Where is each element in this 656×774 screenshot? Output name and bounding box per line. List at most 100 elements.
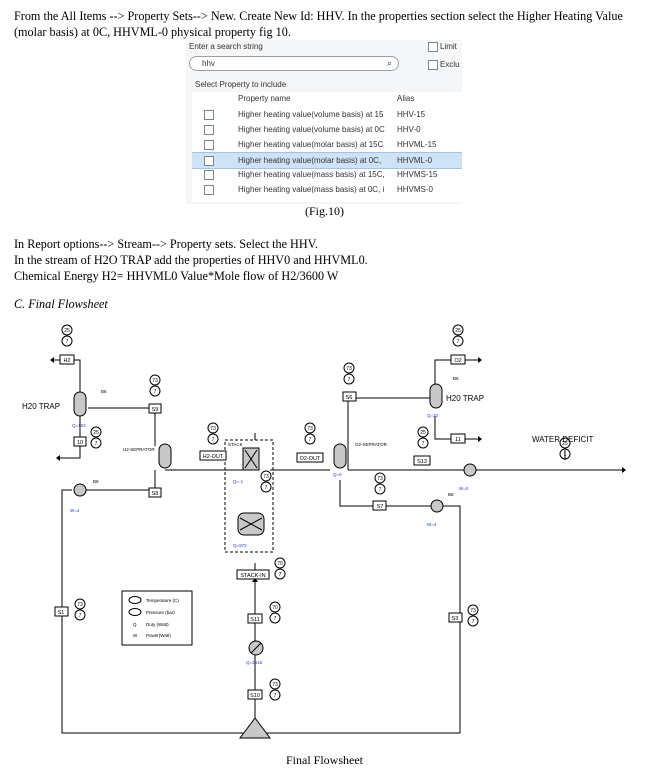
- property-list: Property name Alias Higher heating value…: [192, 92, 462, 202]
- property-name: Higher heating value(molar basis) at 0C,: [238, 156, 382, 165]
- tag-o2-temp: 25: [455, 328, 461, 334]
- report-instructions: In Report options--> Stream--> Property …: [14, 236, 644, 284]
- tag-s9-pres: 7: [154, 389, 157, 395]
- stream-box-s10[interactable]: [247, 689, 263, 700]
- tag-s6-pres: 7: [348, 377, 351, 383]
- column-alias[interactable]: Alias: [397, 94, 415, 103]
- line-s3-loop: [260, 505, 461, 734]
- tag-stackin: [274, 557, 286, 580]
- intro-paragraph: From the All Items --> Property Sets--> …: [14, 9, 623, 39]
- label-b9: B9: [93, 479, 99, 484]
- label-water-deficit: WATER DEFICIT: [532, 435, 593, 444]
- stream-box-s9[interactable]: [148, 403, 162, 414]
- stream-box-s13[interactable]: [413, 455, 431, 466]
- tag-deficit-temp: 25: [562, 441, 568, 447]
- stream-label-s1: S1: [58, 610, 65, 616]
- h2o-trap-left-vessel[interactable]: [73, 391, 87, 417]
- stream-box-h2[interactable]: [59, 354, 75, 365]
- search-input[interactable]: hhv ⌕: [189, 56, 399, 71]
- tag-stack-pres: 7: [265, 485, 268, 491]
- property-checkbox[interactable]: [204, 156, 214, 166]
- legend-temp-icon: [128, 596, 142, 604]
- label-b6: B6: [101, 389, 107, 394]
- tag-o2out: [304, 422, 316, 445]
- stream-box-s7[interactable]: [372, 500, 387, 511]
- tag-stackin-pres: 7: [279, 572, 282, 578]
- o2-separator-vessel[interactable]: [333, 443, 347, 469]
- tag-s10: [269, 678, 281, 701]
- tag-s11-pres: 7: [274, 616, 277, 622]
- stream-label-s9: S9: [152, 407, 159, 413]
- label-b8: B8: [448, 492, 454, 497]
- search-value: hhv: [202, 59, 215, 68]
- stream-box-stackin[interactable]: [236, 569, 270, 580]
- pump-b8[interactable]: [430, 499, 444, 513]
- stream-box-11[interactable]: [450, 433, 466, 444]
- mixer[interactable]: [239, 717, 271, 739]
- label-h2-separator: H2-SEPRATOR: [123, 447, 155, 452]
- line-trap-left-top: [72, 359, 81, 392]
- tag-s7-pres: 7: [379, 487, 382, 493]
- stream-box-o2[interactable]: [450, 354, 466, 365]
- stream-box-h2out[interactable]: [199, 450, 227, 461]
- stream-label-s7: S7: [377, 504, 384, 510]
- label-duty-q2516: Q=2516: [246, 660, 263, 665]
- select-property-label: Select Property to include: [195, 80, 287, 89]
- stream-label-o2: O2: [454, 358, 461, 364]
- label-duty-q1: Q=-1: [233, 479, 244, 484]
- property-row[interactable]: Higher heating value(molar basis) at 0C,…: [192, 152, 462, 169]
- tag-s11-temp: 70: [272, 605, 278, 611]
- pump-water-deficit[interactable]: [463, 463, 477, 477]
- legend-power-label: Power(Watt): [146, 633, 171, 638]
- property-checkbox[interactable]: [204, 185, 214, 195]
- property-checkbox[interactable]: [204, 170, 214, 180]
- stack-reactor-cross: [244, 449, 258, 469]
- tag-10: [90, 426, 102, 449]
- stream-box-s11[interactable]: [247, 613, 263, 624]
- property-row[interactable]: Higher heating value(molar basis) at 15C…: [192, 137, 462, 152]
- property-name: Higher heating value(molar basis) at 15C: [238, 140, 384, 149]
- legend-temp-label: Temperature (C): [146, 598, 179, 603]
- property-checkbox[interactable]: [204, 125, 214, 135]
- tag-s6: [343, 362, 355, 385]
- exclude-checkbox[interactable]: [428, 60, 438, 70]
- legend-q-symbol: Q: [133, 622, 137, 627]
- tag-10-temp: 25: [93, 430, 99, 436]
- stream-label-11: 11: [455, 437, 461, 443]
- property-name: Higher heating value(volume basis) at 15: [238, 110, 384, 119]
- stream-box-s6[interactable]: [342, 391, 357, 402]
- property-alias: HHVMS-0: [397, 185, 434, 194]
- tag-deficit-pres: 1: [564, 452, 567, 458]
- stream-label-10: 10: [77, 440, 83, 446]
- property-alias: HHVMS-15: [397, 170, 438, 179]
- property-row[interactable]: Higher heating value(volume basis) at 0C…: [192, 122, 462, 137]
- h2-separator-vessel[interactable]: [158, 443, 172, 469]
- tag-s3-temp: 73: [470, 608, 476, 614]
- property-checkbox[interactable]: [204, 140, 214, 150]
- stream-box-s3[interactable]: [448, 612, 463, 623]
- report-line-1: In Report options--> Stream--> Property …: [14, 237, 318, 251]
- h2o-trap-right-vessel[interactable]: [429, 383, 443, 409]
- property-row[interactable]: Higher heating value(mass basis) at 15C,…: [192, 167, 462, 182]
- stream-box-s8[interactable]: [148, 487, 162, 498]
- arrow-deficit-in: [622, 467, 626, 473]
- limit-label: Limit: [440, 42, 457, 51]
- final-flowsheet-caption: Final Flowsheet: [286, 753, 363, 767]
- tag-o2out-temp: 73: [307, 426, 313, 432]
- stream-box-o2out[interactable]: [296, 452, 324, 463]
- property-checkbox[interactable]: [204, 110, 214, 120]
- arrow-10-out: [56, 455, 60, 461]
- property-row[interactable]: Higher heating value(volume basis) at 15…: [192, 107, 462, 122]
- stream-box-10[interactable]: [73, 436, 87, 447]
- stream-label-s10: S10: [250, 693, 260, 699]
- property-alias: HHV-15: [397, 110, 426, 119]
- limit-checkbox[interactable]: [428, 42, 438, 52]
- pump-b9[interactable]: [73, 483, 87, 497]
- report-line-3: Chemical Energy H2= HHVML0 Value*Mole fl…: [14, 269, 339, 283]
- column-property-name[interactable]: Property name: [238, 94, 291, 103]
- stream-box-s1[interactable]: [54, 606, 69, 617]
- property-row[interactable]: Higher heating value(mass basis) at 0C, …: [192, 182, 462, 197]
- search-icon[interactable]: ⌕: [386, 58, 392, 68]
- label-h2o-trap-right: H20 TRAP: [446, 394, 484, 403]
- tag-s1-temp: 73: [77, 602, 83, 608]
